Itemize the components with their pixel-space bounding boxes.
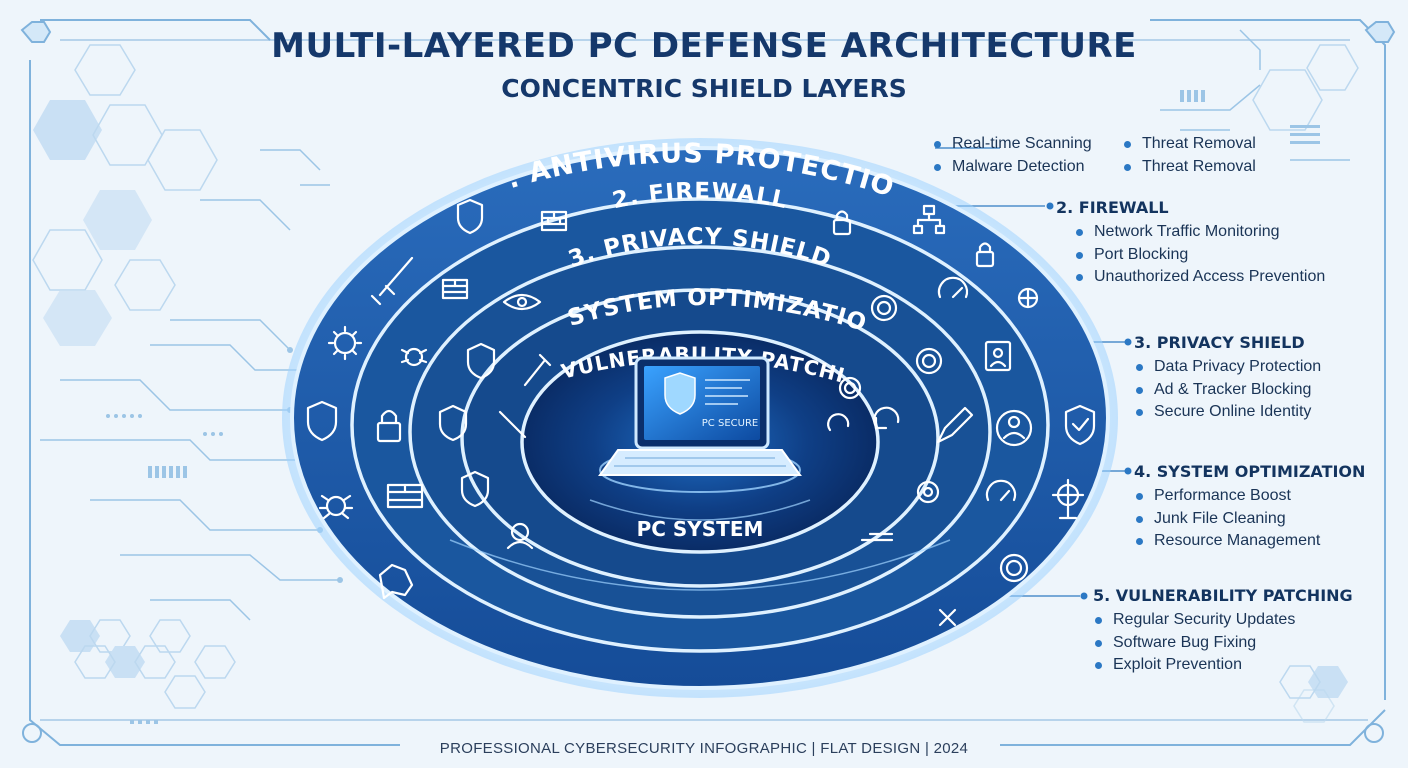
lock-icon bbox=[832, 210, 852, 236]
list-item: Secure Online Identity bbox=[1134, 401, 1321, 424]
target-icon bbox=[1051, 478, 1085, 520]
wrench-icon bbox=[523, 353, 552, 387]
shield-outline-icon bbox=[306, 400, 338, 442]
gear-icon bbox=[915, 347, 943, 375]
firewall-icon bbox=[540, 210, 568, 232]
list-item: Unauthorized Access Prevention bbox=[1074, 266, 1325, 289]
wolf-icon bbox=[378, 563, 414, 600]
panel-optimization: 4. SYSTEM OPTIMIZATION Performance Boost… bbox=[1134, 462, 1365, 553]
virus-icon bbox=[327, 325, 363, 361]
panel-privacy: 3. PRIVACY SHIELD Data Privacy Protectio… bbox=[1134, 333, 1321, 424]
panel-heading: 2. FIREWALL bbox=[1056, 198, 1169, 217]
globe-network-icon bbox=[1017, 287, 1039, 309]
gears-icon bbox=[916, 480, 940, 504]
panel-heading: 4. SYSTEM OPTIMIZATION bbox=[1134, 462, 1366, 481]
speed-icon bbox=[985, 479, 1017, 502]
concentric-rings: 1. ANTIVIRUS PROTECTION 2. FIREWALL 3. P… bbox=[0, 0, 1118, 698]
list-item: Performance Boost bbox=[1134, 485, 1365, 508]
shield-icon bbox=[456, 198, 484, 235]
panel-patching: 5. VULNERABILITY PATCHING Regular Securi… bbox=[1093, 586, 1353, 677]
wrench-icon bbox=[498, 410, 527, 439]
firewall-icon bbox=[386, 483, 424, 509]
shield-half-icon bbox=[460, 470, 490, 508]
laptop-icon: PC SECURE bbox=[598, 356, 802, 493]
laptop-screen-label: PC SECURE bbox=[702, 418, 758, 429]
ring-icons bbox=[306, 198, 1096, 627]
panel-heading: 5. VULNERABILITY PATCHING bbox=[1093, 586, 1353, 605]
list-item: Threat Removal bbox=[1122, 133, 1282, 156]
rocket-icon bbox=[936, 406, 974, 444]
list-item: Threat Removal bbox=[1122, 156, 1282, 179]
network-icon bbox=[912, 204, 946, 235]
list-item: Exploit Prevention bbox=[1093, 654, 1353, 677]
user-profile-icon bbox=[995, 409, 1033, 447]
list-item: Network Traffic Monitoring bbox=[1074, 221, 1325, 244]
eye-icon bbox=[502, 293, 542, 311]
shield-check-icon bbox=[1064, 404, 1096, 446]
center-label: PC SYSTEM bbox=[637, 517, 764, 541]
refresh-icon bbox=[873, 406, 900, 430]
rocket-icon bbox=[860, 532, 894, 542]
lock-icon bbox=[975, 242, 995, 268]
gear-icon bbox=[999, 553, 1029, 583]
bug-icon bbox=[400, 347, 428, 367]
panel-heading: 3. PRIVACY SHIELD bbox=[1134, 333, 1305, 352]
gear-icon bbox=[870, 294, 898, 322]
page-subtitle: CONCENTRIC SHIELD LAYERS bbox=[501, 74, 907, 103]
list-item: Regular Security Updates bbox=[1093, 609, 1353, 632]
shield-lock-icon bbox=[438, 404, 468, 442]
gear-icon bbox=[838, 376, 862, 400]
tools-icon bbox=[938, 608, 957, 627]
sync-icon bbox=[827, 413, 850, 432]
panel-antivirus: Real-time Scanning Threat Removal Malwar… bbox=[932, 133, 1282, 178]
list-item: Resource Management bbox=[1134, 530, 1365, 553]
firewall-icon bbox=[441, 278, 469, 300]
lock-icon bbox=[376, 409, 402, 443]
list-item: Malware Detection bbox=[932, 156, 1122, 179]
speed-icon bbox=[937, 276, 969, 299]
list-item: Software Bug Fixing bbox=[1093, 632, 1353, 655]
sword-icon bbox=[370, 256, 414, 306]
list-item: Data Privacy Protection bbox=[1134, 356, 1321, 379]
panel-firewall: 2. FIREWALL Network Traffic Monitoring P… bbox=[1056, 198, 1325, 289]
shield-lock-icon bbox=[466, 342, 496, 380]
bug-icon bbox=[318, 494, 354, 520]
user-card-icon bbox=[984, 340, 1012, 372]
list-item: Ad & Tracker Blocking bbox=[1134, 379, 1321, 402]
footer-text: PROFESSIONAL CYBERSECURITY INFOGRAPHIC |… bbox=[439, 740, 969, 757]
user-settings-icon bbox=[506, 522, 534, 550]
list-item: Junk File Cleaning bbox=[1134, 508, 1365, 531]
list-item: Real-time Scanning bbox=[932, 133, 1122, 156]
list-item: Port Blocking bbox=[1074, 244, 1325, 267]
page-title: MULTI-LAYERED PC DEFENSE ARCHITECTURE bbox=[271, 26, 1137, 66]
